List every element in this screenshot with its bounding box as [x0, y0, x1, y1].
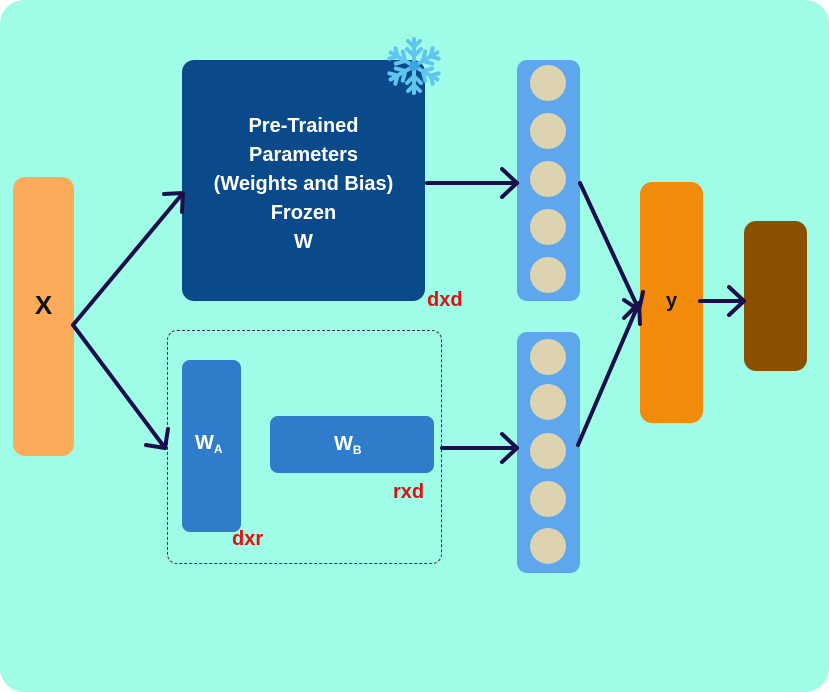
neuron	[530, 113, 566, 149]
snowflake-icon	[385, 37, 443, 95]
arrow-top-column-to-y	[578, 181, 641, 312]
adapter-b-dims-label: rxd	[393, 481, 425, 503]
adapter-b-label-sub: B	[352, 443, 362, 457]
adapter-a-label-main: W	[195, 432, 214, 454]
neuron	[530, 65, 566, 101]
pretrained-line-2: Parameters	[249, 144, 358, 166]
neuron	[530, 257, 566, 293]
arrowhead	[500, 432, 519, 464]
adapter-a-label-sub: A	[213, 442, 223, 456]
pretrained-line-1: Pre-Trained	[248, 115, 359, 137]
final-output-box	[744, 221, 807, 371]
neuron	[530, 528, 566, 564]
arrowhead	[500, 167, 519, 199]
pretrained-line-3: (Weights and Bias)	[213, 173, 394, 195]
output-y-box	[640, 182, 703, 423]
adapter-a-box	[182, 360, 241, 532]
neuron	[530, 433, 566, 469]
pretrained-weights-box	[182, 60, 425, 301]
pretrained-line-5: W	[294, 231, 313, 253]
arrowhead	[727, 285, 746, 317]
pretrained-dims-label: dxd	[427, 289, 463, 311]
arrow-bottom-column-to-y	[576, 301, 641, 447]
arrowhead	[144, 427, 170, 450]
adapter-a-label: WA	[195, 432, 223, 456]
neuron	[530, 481, 566, 517]
input-x-label: X	[34, 290, 53, 320]
adapter-b-label-main: W	[334, 433, 353, 455]
arrowhead	[162, 191, 185, 214]
arrow-x-to-pretrained	[71, 191, 185, 327]
output-y-label: y	[665, 290, 678, 312]
neuron	[530, 161, 566, 197]
adapter-a-dims-label: dxr	[232, 528, 264, 550]
neuron	[530, 384, 566, 420]
arrowhead	[622, 301, 642, 326]
pretrained-line-4: Frozen	[270, 202, 337, 224]
arrow-x-to-adapter	[71, 323, 167, 450]
input-x-box	[13, 177, 74, 456]
pretrained-weights-text: Pre-Trained Parameters (Weights and Bias…	[182, 112, 425, 257]
adapter-b-label: WB	[334, 433, 362, 457]
neuron	[530, 339, 566, 375]
adapter-b-box	[270, 416, 434, 473]
neuron-column-top	[517, 60, 580, 301]
neuron-column-bottom	[517, 332, 580, 573]
neuron	[530, 209, 566, 245]
